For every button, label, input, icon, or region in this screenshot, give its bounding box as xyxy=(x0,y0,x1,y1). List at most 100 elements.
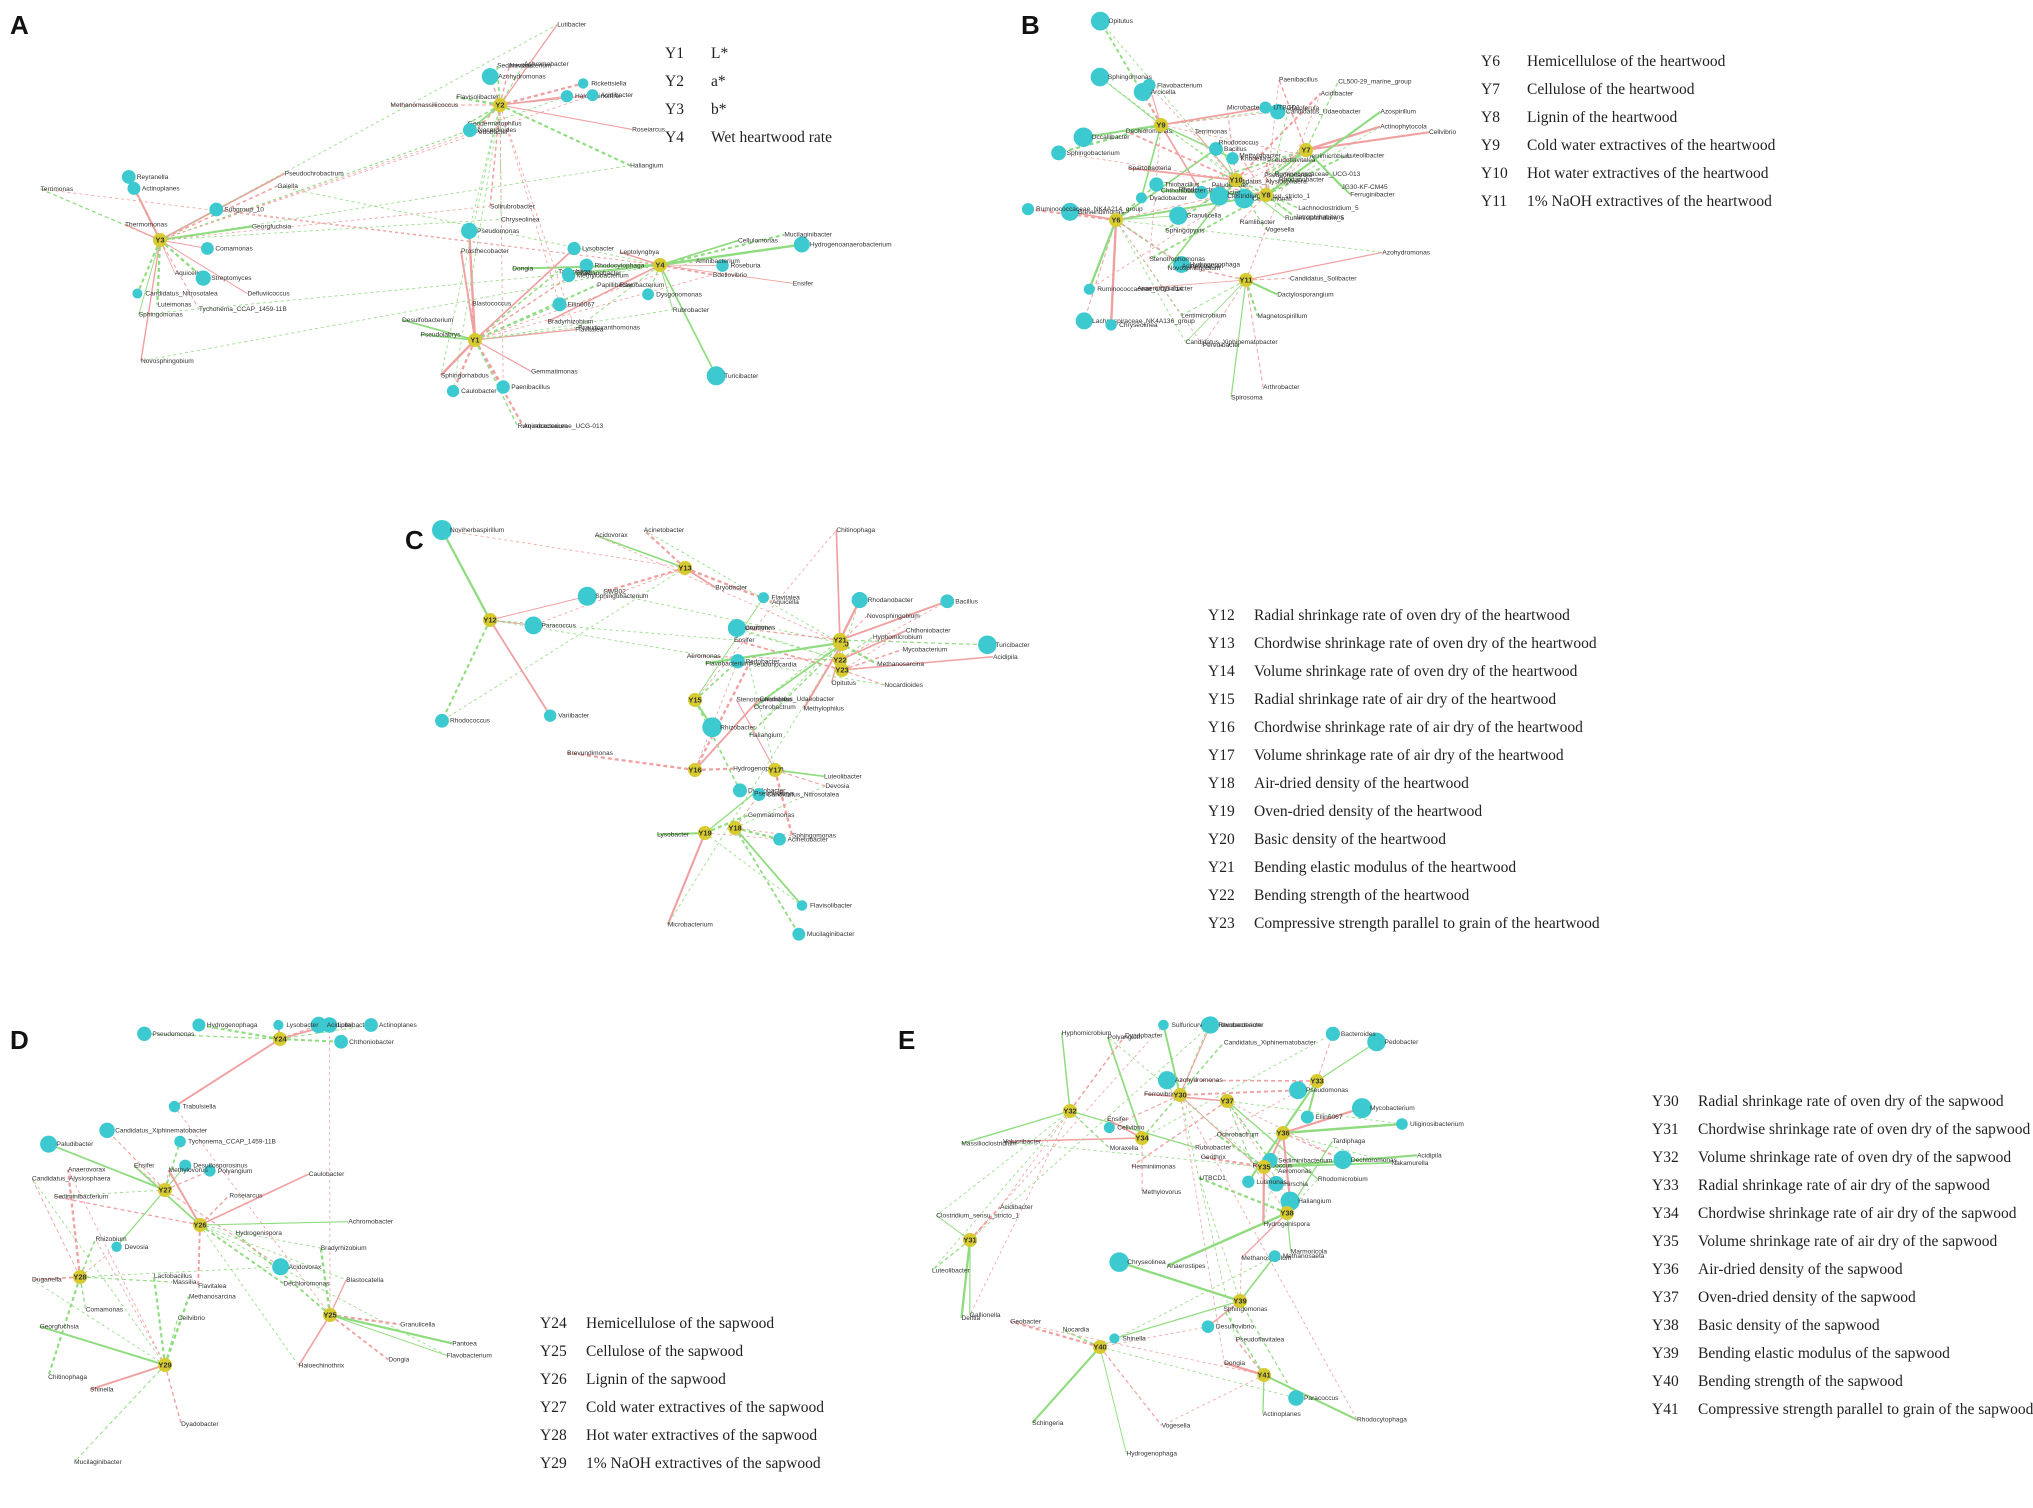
trait-label: Y23 xyxy=(835,666,848,675)
correlation-edge xyxy=(694,597,764,701)
correlation-edge xyxy=(705,641,841,665)
correlation-edge xyxy=(1282,1132,1344,1161)
correlation-edge xyxy=(839,599,861,661)
correlation-edge xyxy=(1131,1100,1228,1167)
nodes: HydrogenophagaHaloechinothrixSediminibac… xyxy=(32,1016,492,1466)
correlation-edge xyxy=(136,239,161,294)
legend-text: Cold water extractives of the heartwood xyxy=(1527,137,1776,154)
taxon-node xyxy=(727,618,746,637)
legend-key: Y41 xyxy=(1652,1401,1679,1418)
trait-label: Y39 xyxy=(1233,1297,1246,1306)
taxon-label: Actinophytocola xyxy=(1380,124,1427,131)
correlation-edge xyxy=(1179,1024,1210,1096)
taxon-label: Dechloromonas xyxy=(283,1280,330,1287)
taxon-label: Rickettsiella xyxy=(591,80,627,87)
taxon-node xyxy=(1234,188,1255,209)
correlation-edge xyxy=(452,339,477,392)
correlation-edge xyxy=(499,82,584,107)
taxon-label: Chryseolinea xyxy=(501,216,540,223)
correlation-edge xyxy=(704,792,755,834)
legend-key: Y34 xyxy=(1652,1205,1679,1222)
legend-key: Y6 xyxy=(1481,53,1500,70)
correlation-edge xyxy=(164,1364,182,1425)
correlation-edge xyxy=(1166,1211,1288,1267)
network-graph: HydrogenophagaRhodobacterMethylobacterSp… xyxy=(1021,11,1456,401)
taxon-label: Dactylosporangium xyxy=(1277,291,1334,298)
taxon-label: Methanospirillum xyxy=(1241,1255,1291,1262)
taxon-label: Candidatus_Solibacter xyxy=(1290,275,1357,282)
legend-text: Radial shrinkage rate of oven dry of the… xyxy=(1698,1093,2004,1110)
taxon-label: Hirschia xyxy=(1284,1181,1308,1188)
trait-label: Y1 xyxy=(470,336,479,345)
trait-label: Y6 xyxy=(1111,216,1120,225)
correlation-edge xyxy=(568,264,661,274)
correlation-edge xyxy=(999,1110,1071,1208)
legend-key: Y30 xyxy=(1652,1093,1679,1110)
taxon-label: Geothrix xyxy=(745,625,771,632)
panel-label: B xyxy=(1021,10,1040,40)
trait-label: Y35 xyxy=(1257,1163,1270,1172)
trait-node xyxy=(158,1183,172,1197)
correlation-edge xyxy=(79,1276,87,1310)
taxon-label: Luteolibacter xyxy=(932,1267,971,1274)
taxon-node xyxy=(796,900,808,911)
taxon-label: Sulfuricurvum xyxy=(1171,1022,1212,1029)
correlation-edge xyxy=(1238,155,1267,196)
correlation-edge xyxy=(961,1110,1071,1145)
correlation-edge xyxy=(686,655,841,661)
correlation-edge xyxy=(774,769,825,778)
taxon-node xyxy=(192,1018,206,1032)
taxon-label: Shinella xyxy=(1122,1335,1146,1342)
legend-text: Lignin of the heartwood xyxy=(1527,109,1678,126)
taxon-label: Pantoea xyxy=(452,1340,477,1347)
legend-text: Lignin of the sapwood xyxy=(586,1371,726,1388)
correlation-edge xyxy=(1235,92,1322,181)
trait-node xyxy=(1135,1131,1149,1145)
trait-label: Y9 xyxy=(1156,121,1165,130)
taxon-label: Achromobacter xyxy=(348,1219,394,1226)
taxon-label: Sphingobacterium xyxy=(1067,150,1121,157)
correlation-edge xyxy=(329,1314,447,1356)
correlation-edge xyxy=(1125,130,1237,181)
taxon-node xyxy=(204,1165,216,1177)
edges xyxy=(31,1023,453,1463)
correlation-edge xyxy=(1265,154,1348,196)
taxon-node xyxy=(132,288,143,299)
taxon-node xyxy=(702,717,723,738)
correlation-edge xyxy=(841,630,906,671)
taxon-label: Flavobacterium xyxy=(1217,1022,1263,1029)
correlation-edge xyxy=(1222,1308,1265,1376)
taxon-label: Rubrobacter xyxy=(673,307,710,314)
correlation-edge xyxy=(159,94,593,241)
correlation-edge xyxy=(277,185,661,266)
taxon-label: Flavobacterium xyxy=(1157,82,1203,89)
taxon-node xyxy=(446,384,460,398)
taxon-node xyxy=(940,594,955,609)
taxon-label: Rhodanobacter xyxy=(1279,177,1325,184)
correlation-edge xyxy=(47,1276,82,1378)
correlation-edge xyxy=(704,832,780,840)
taxon-node xyxy=(272,1258,290,1276)
legend-key: Y18 xyxy=(1208,775,1235,792)
trait-label: Y22 xyxy=(833,656,846,665)
taxon-label: Herminiimonas xyxy=(1132,1163,1177,1170)
taxon-label: Bradyrhizobium xyxy=(321,1245,367,1252)
taxon-label: Anaeromyxobacter xyxy=(1137,285,1193,292)
correlation-edge xyxy=(199,1224,347,1281)
correlation-edge xyxy=(1265,108,1290,196)
taxon-label: Paludibacter xyxy=(1212,182,1249,189)
trait-node xyxy=(483,613,497,627)
taxon-label: Terrimicrobium xyxy=(1308,153,1352,160)
trait-node xyxy=(1229,173,1243,187)
taxon-label: Variibacter xyxy=(558,713,590,720)
correlation-edge xyxy=(1109,219,1118,325)
correlation-edge xyxy=(1061,1032,1071,1112)
correlation-edge xyxy=(1099,1346,1297,1399)
trait-node xyxy=(1299,143,1313,157)
